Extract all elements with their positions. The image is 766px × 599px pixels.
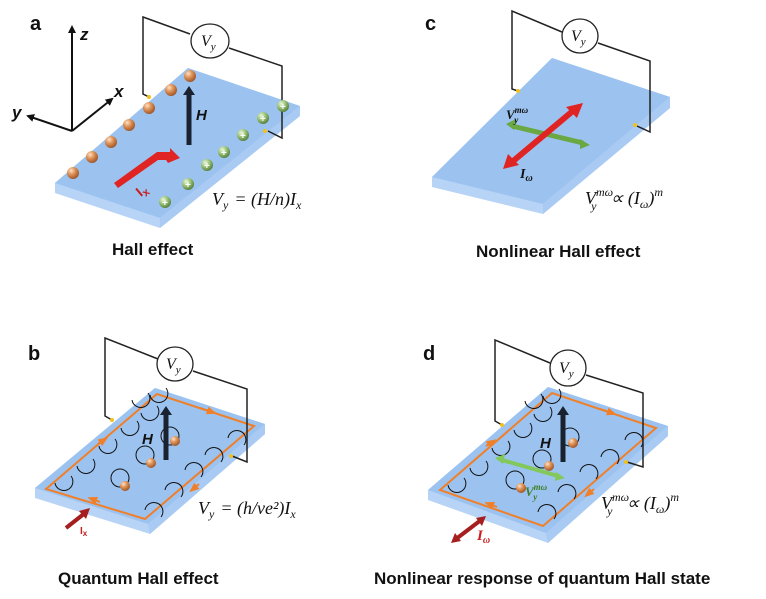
voltmeter <box>549 349 587 387</box>
voltage-arrowhead <box>580 139 590 149</box>
equation: Vy= (H/n)Ix <box>212 189 302 212</box>
cyclotron-orbits <box>54 387 247 518</box>
field-label: H <box>540 435 552 452</box>
z-axis-label: z <box>79 25 89 44</box>
panel-letter: d <box>423 343 435 365</box>
cyclotron-orbits <box>447 388 644 520</box>
electron <box>516 483 526 493</box>
edge-channel-arrow <box>485 439 497 449</box>
contact <box>624 460 628 464</box>
edge-channel-arrow <box>97 437 109 447</box>
panel-letter: b <box>28 343 40 365</box>
edge-channel-arrow <box>189 482 200 493</box>
field-label: H <box>196 107 208 124</box>
contact <box>516 89 520 93</box>
contact <box>229 454 233 458</box>
voltmeter <box>156 346 194 382</box>
contact <box>633 123 637 127</box>
panel-caption: Nonlinear Hall effect <box>476 242 641 261</box>
svg-text:+: + <box>185 180 191 191</box>
current-arrowhead <box>476 516 486 526</box>
current-double-arrow <box>454 518 483 541</box>
contact <box>500 423 504 427</box>
panel-b: b Vy <box>28 336 296 588</box>
y-axis-label: y <box>11 103 23 122</box>
contact <box>147 95 151 99</box>
sample-slab <box>55 68 300 228</box>
current-arrowhead <box>79 508 90 519</box>
voltmeter-circuit: Vy <box>494 338 644 469</box>
panel-letter: c <box>425 13 436 35</box>
voltage-arrowhead <box>555 472 565 481</box>
current-arrow <box>114 148 180 188</box>
current-arrowhead <box>451 533 461 543</box>
y-axis-arrow <box>26 114 73 132</box>
electron <box>568 438 578 448</box>
edge-channel-arrow <box>87 497 101 505</box>
current-label: Ix <box>80 526 88 538</box>
voltmeter-label: Vy <box>166 356 181 376</box>
voltmeter-circuit: Vy <box>104 336 248 464</box>
svg-text:+: + <box>260 114 266 125</box>
edge-channel <box>438 391 658 528</box>
voltmeter <box>561 18 599 54</box>
contact <box>263 129 267 133</box>
svg-text:+: + <box>221 148 227 159</box>
voltmeter <box>190 23 230 59</box>
edge-channel-arrow <box>599 407 617 416</box>
electron <box>120 481 130 491</box>
electron <box>544 461 554 471</box>
contact <box>110 418 114 422</box>
svg-text:+: + <box>280 102 286 113</box>
current-arrowhead <box>503 154 519 169</box>
holes: + + + + + + + <box>159 100 289 209</box>
equation: Vy= (h/ve²)Ix <box>198 498 296 521</box>
panel-d: d Vy <box>374 338 710 588</box>
x-axis-arrow <box>71 97 114 132</box>
current-label: Iω <box>519 167 533 184</box>
voltmeter-label: Vy <box>571 28 586 48</box>
panel-a: a z x y Vy <box>11 13 302 259</box>
coordinate-axes: z x y <box>11 25 125 132</box>
electrons <box>67 70 196 179</box>
panel-caption: Hall effect <box>112 240 194 259</box>
voltmeter-circuit: Vy <box>511 9 651 134</box>
field-label: H <box>142 431 154 448</box>
edge-channel-arrow <box>584 487 595 498</box>
x-axis-label: x <box>113 82 125 101</box>
current-arrowhead <box>566 103 583 118</box>
current-arrow <box>64 511 87 530</box>
electron <box>146 458 156 468</box>
voltage-arrowhead <box>506 119 516 130</box>
voltage-arrowhead <box>495 454 505 464</box>
svg-text:+: + <box>240 131 246 142</box>
edge-channel <box>43 392 257 521</box>
svg-text:+: + <box>204 161 210 172</box>
panel-letter: a <box>30 13 42 35</box>
current-double-arrow <box>510 107 576 165</box>
current-label: Iω <box>476 528 490 546</box>
voltmeter-label: Vy <box>559 360 574 380</box>
edge-channel-arrow <box>484 502 498 510</box>
panel-caption: Nonlinear response of quantum Hall state <box>374 569 710 588</box>
voltage-arrow <box>501 458 559 478</box>
svg-text:+: + <box>162 198 168 209</box>
magnetic-field-arrowhead <box>160 406 172 415</box>
voltmeter-label: Vy <box>201 33 216 53</box>
electron <box>170 436 180 446</box>
edge-channel-arrow <box>199 406 217 415</box>
magnetic-field-arrowhead <box>557 406 569 415</box>
panel-caption: Quantum Hall effect <box>58 569 219 588</box>
magnetic-field-arrowhead <box>183 86 195 95</box>
